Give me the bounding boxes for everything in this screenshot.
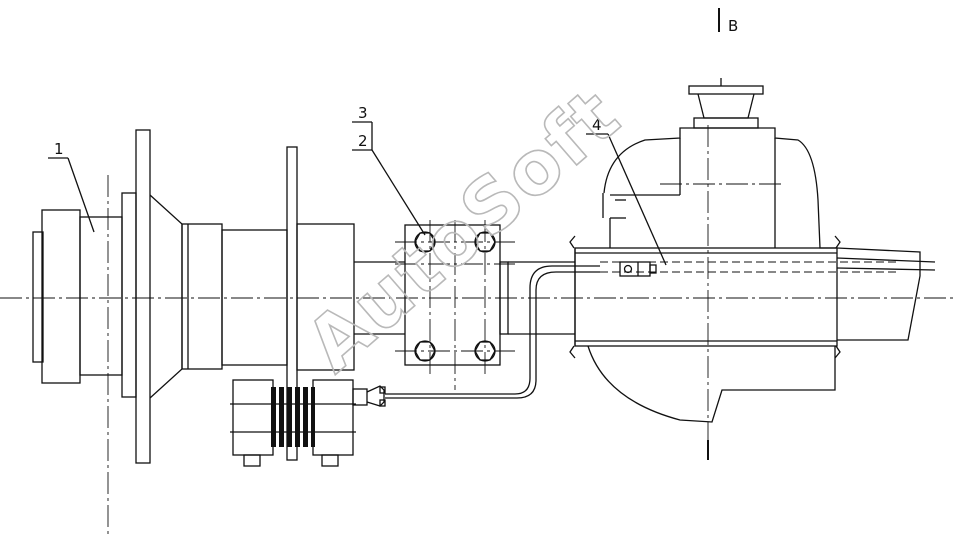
brake-chamber [230,379,386,467]
part-1-flange-assembly [32,129,405,464]
bolt-top-right [474,231,496,253]
part-label-4: 4 [592,116,602,134]
part-4-pipe-clip [619,261,657,277]
axle-housing [569,78,936,423]
part-label-1: 1 [54,140,64,158]
axle-tube [385,261,600,399]
part-label-2: 2 [358,132,368,150]
view-label-b: B [728,17,738,35]
bolt-bottom-right [474,340,496,362]
leader-lines: 1 3 2 4 [48,104,667,266]
bolt-top-left [414,231,436,253]
part-2-3-clamp-plate [404,224,509,366]
section-marker-b: B [707,8,738,460]
part-label-3: 3 [358,104,368,122]
bolt-bottom-left [414,340,436,362]
